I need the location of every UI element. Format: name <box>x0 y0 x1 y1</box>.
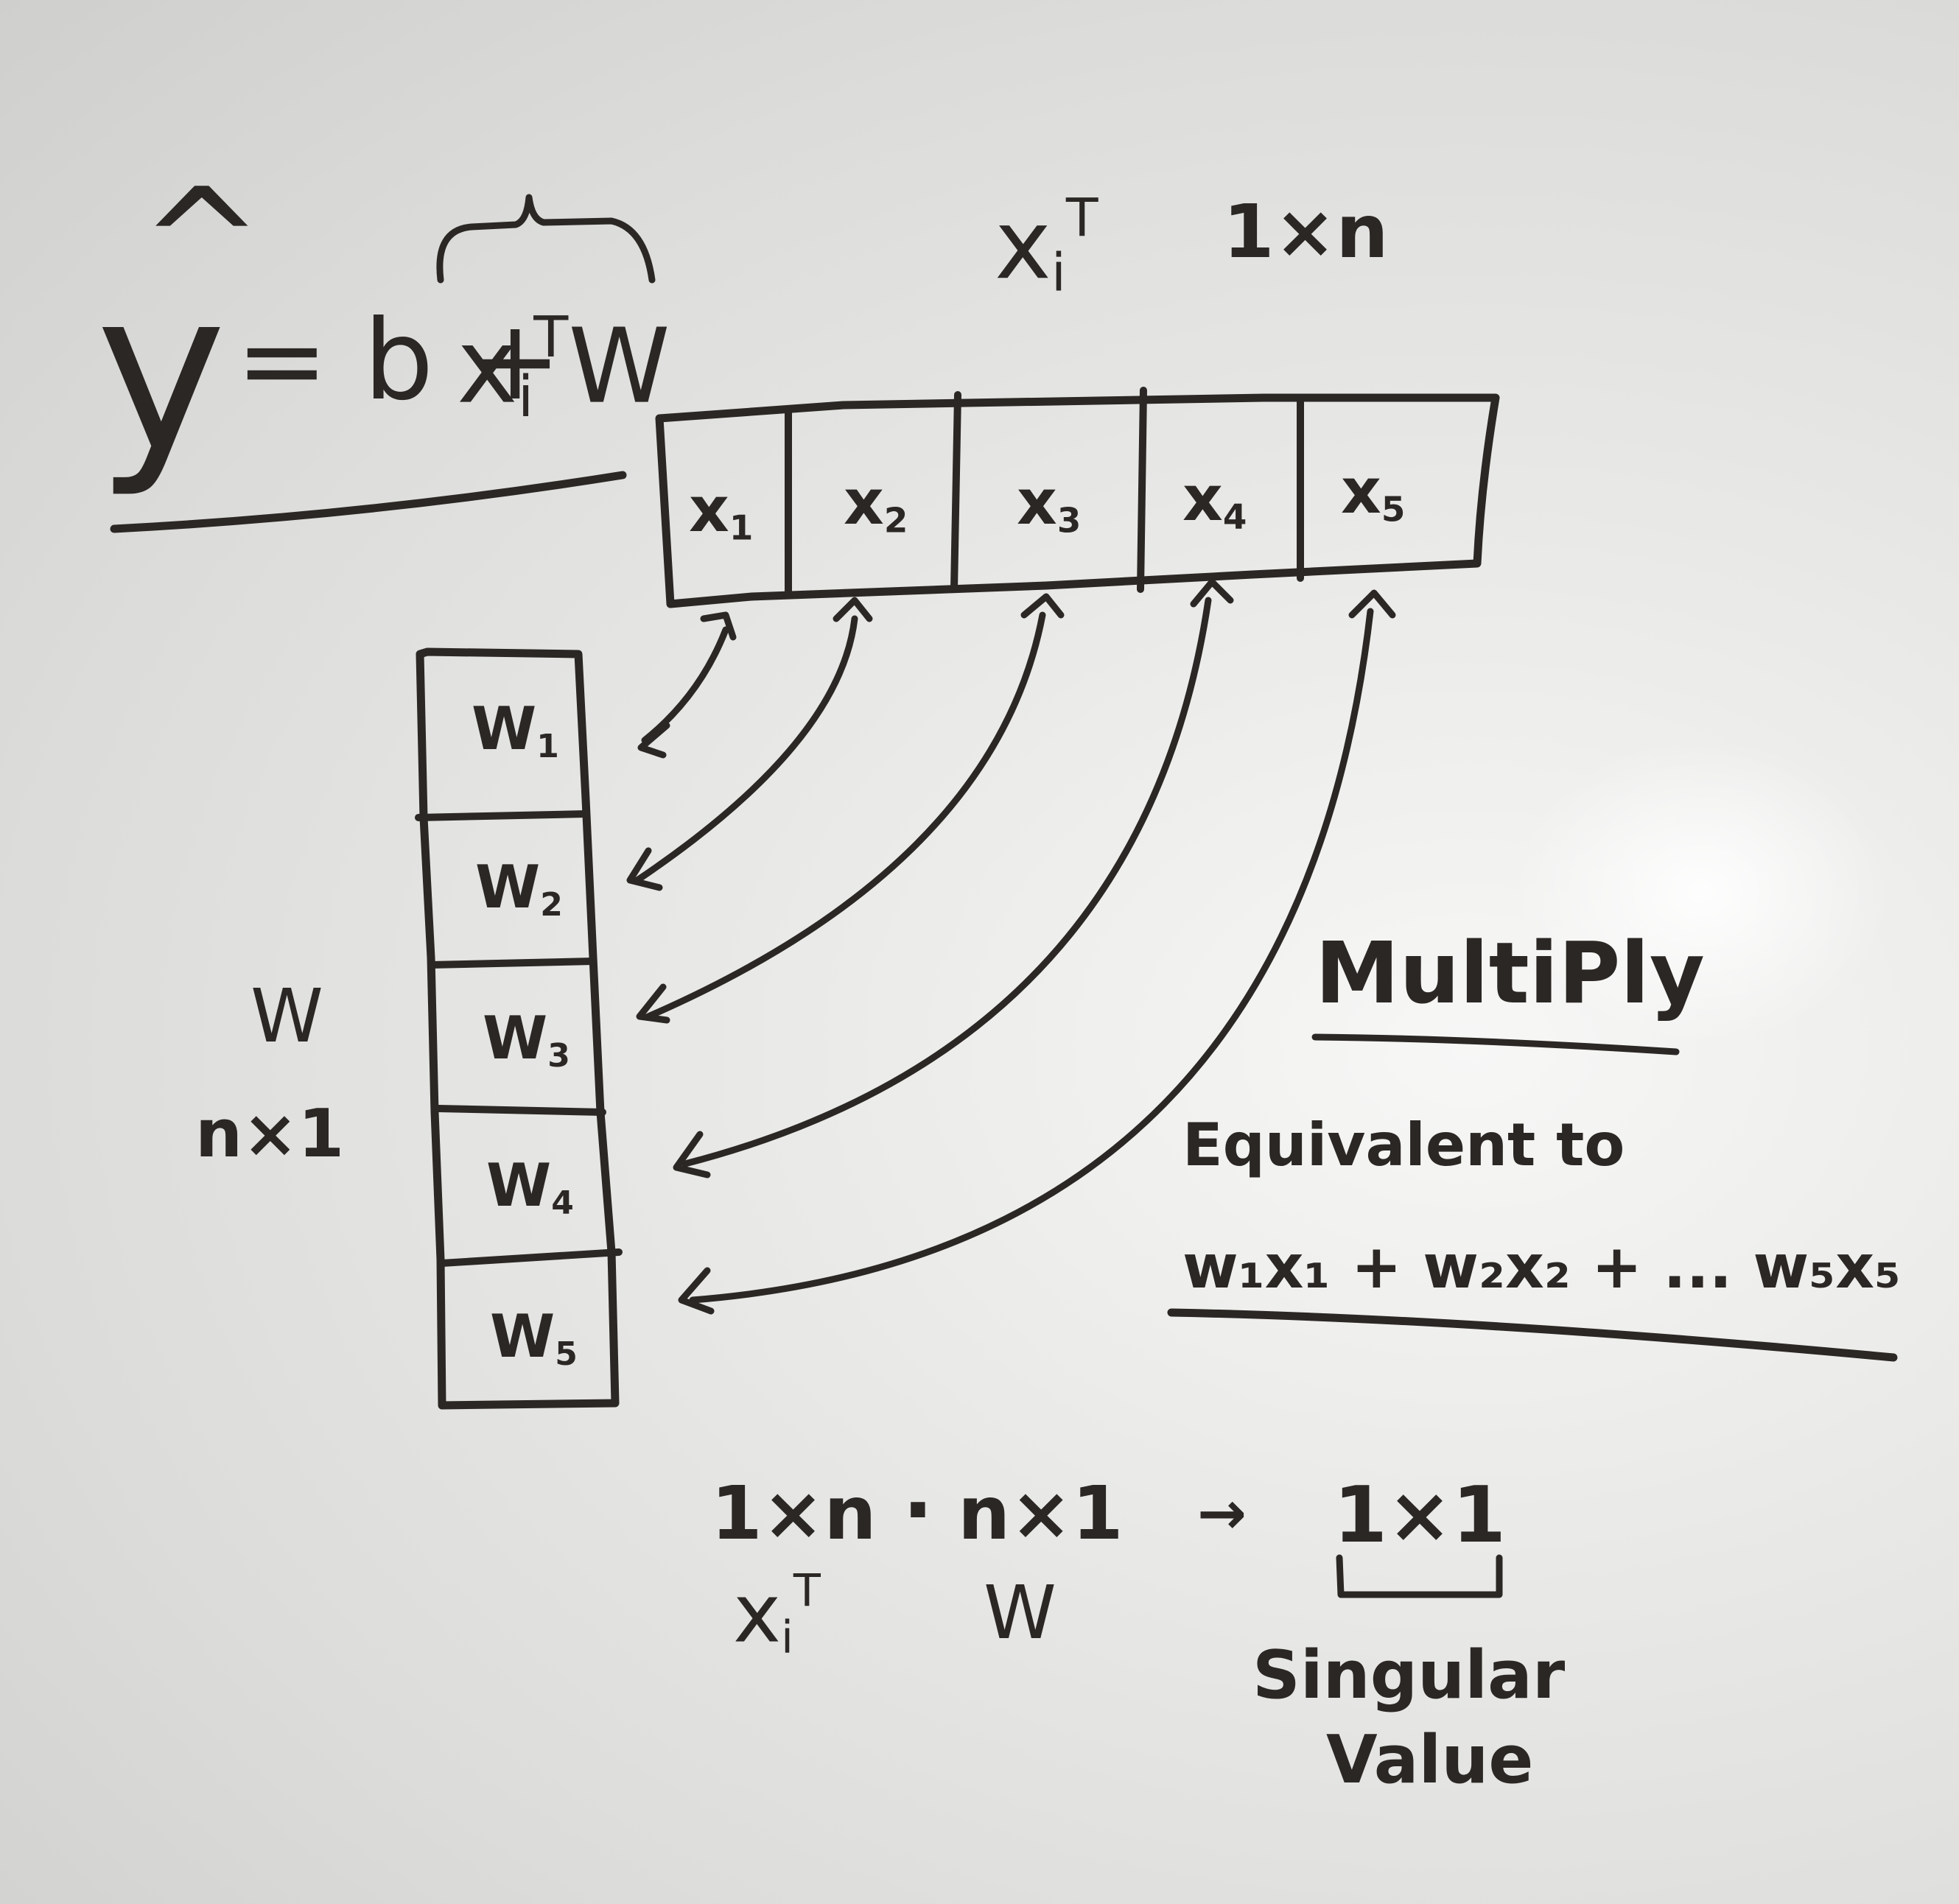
column-cell-5: W5 <box>490 1302 578 1373</box>
column-vector-dims: n×1 <box>195 1095 345 1173</box>
row-cell-5: x5 <box>1341 455 1406 530</box>
result-label-line2: Value <box>1326 1721 1534 1799</box>
y-hat-caret: ^ <box>140 157 264 329</box>
column-cell-3: W3 <box>483 1004 570 1075</box>
multiply-heading: MultiPly <box>1315 924 1705 1023</box>
bottom-dot: · <box>903 1463 933 1557</box>
equation-underline <box>110 471 627 533</box>
column-vector-symbol: W <box>250 973 323 1059</box>
equation-x: xiTW <box>457 305 670 430</box>
equation-rhs: = b + <box>236 297 561 425</box>
row-cell-4: x4 <box>1182 463 1247 538</box>
column-vector-box <box>415 647 623 1410</box>
result-label-line1: Singular <box>1252 1637 1566 1714</box>
equivalent-label: Equivalent to <box>1182 1111 1625 1179</box>
result-bracket <box>1336 1554 1503 1598</box>
row-vector-symbol: xiT <box>995 187 1098 304</box>
bottom-left-symbol: xiT <box>733 1565 821 1664</box>
expansion-text: w₁x₁ + w₂x₂ + ... w₅x₅ <box>1182 1232 1902 1302</box>
row-vector-box <box>655 387 1500 608</box>
bottom-right-dims: n×1 <box>958 1470 1124 1556</box>
column-cell-1: W1 <box>472 695 559 765</box>
row-cell-3: x3 <box>1017 466 1082 541</box>
row-cell-1: x1 <box>689 474 754 549</box>
column-cell-2: W2 <box>475 853 563 924</box>
connection-arrows <box>626 578 1396 1315</box>
row-cell-2: x2 <box>844 466 908 541</box>
equation-brace <box>436 194 656 284</box>
result-dims: 1×1 <box>1334 1470 1507 1560</box>
expansion-underline <box>1167 1308 1898 1362</box>
bottom-left-dims: 1×n <box>711 1470 877 1556</box>
y-symbol: y <box>96 243 227 500</box>
light-glare <box>1510 737 1893 1046</box>
row-vector-dims: 1×n <box>1223 189 1389 275</box>
multiply-underline <box>1311 1033 1680 1055</box>
bottom-arrow: → <box>1197 1479 1247 1548</box>
column-cell-4: W4 <box>486 1151 574 1222</box>
bottom-right-symbol: W <box>984 1570 1056 1656</box>
